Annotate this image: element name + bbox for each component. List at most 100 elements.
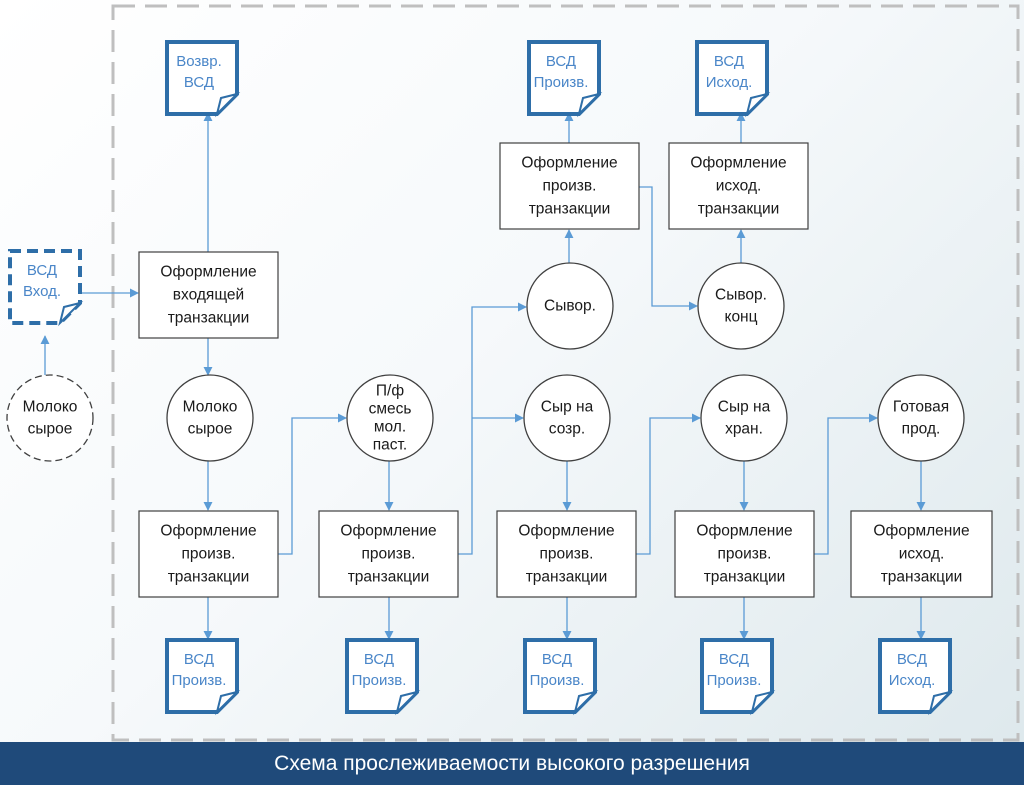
document-fold (750, 690, 776, 716)
product-shape (166, 374, 254, 462)
document-fold (928, 690, 954, 716)
product-label-line: хран. (725, 421, 763, 438)
product-label-line: Сыр на (718, 399, 771, 416)
document-label-line: Произв. (530, 672, 585, 689)
process-label-line: произв. (362, 546, 416, 563)
document-label-line: Возвр. (176, 53, 222, 70)
process-label-line: Оформление (521, 155, 617, 172)
product-shape (6, 374, 94, 462)
product-circle-finished-product: Готовая прод. (877, 374, 965, 462)
flow-connector (458, 302, 527, 555)
document-label-line: Произв. (172, 672, 227, 689)
product-label-line: сырое (188, 421, 233, 438)
document-label-line: ВСД (542, 651, 572, 668)
vsd-document-vsd-top-prod: ВСД Произв. (527, 40, 603, 118)
document-label-line: Произв. (707, 672, 762, 689)
process-label-line: Оформление (690, 155, 786, 172)
document-label-line: ВСД (184, 74, 214, 91)
vsd-document-vsd-bottom-3: ВСД Произв. (523, 638, 599, 716)
product-label-line: смесь (369, 401, 412, 418)
process-label-line: Оформление (696, 523, 792, 540)
flow-connector (636, 413, 701, 555)
process-label-line: транзакции (698, 201, 780, 218)
process-box-top-out-transaction: Оформление исход. транзакции (668, 142, 809, 230)
product-label-line: П/ф (376, 383, 404, 400)
process-label-line: транзакции (704, 569, 786, 586)
product-label-line: конц (724, 309, 757, 326)
vsd-document-vsd-return: Возвр. ВСД (165, 40, 241, 118)
flow-connector (278, 413, 347, 555)
diagram-caption-bar: Схема прослеживаемости высокого разрешен… (0, 742, 1024, 785)
process-rect (499, 142, 640, 230)
document-label-line: ВСД (546, 53, 576, 70)
flow-connector (639, 186, 698, 311)
process-label-line: транзакции (348, 569, 430, 586)
product-shape (877, 374, 965, 462)
process-label-line: произв. (540, 546, 594, 563)
product-label-line: Готовая (893, 399, 949, 416)
process-rect (496, 510, 637, 598)
document-label-line: Вход. (23, 283, 61, 300)
process-box-top-prod-transaction: Оформление произв. транзакции (499, 142, 640, 230)
vsd-document-vsd-bottom-1: ВСД Произв. (165, 638, 241, 716)
product-label-line: Сывор. (544, 298, 596, 315)
process-label-line: Оформление (160, 523, 256, 540)
system-boundary (111, 4, 1020, 742)
system-boundary-frame (111, 4, 1020, 742)
process-label-line: Оформление (518, 523, 614, 540)
process-rect (674, 510, 815, 598)
process-rect (318, 510, 459, 598)
document-label-line: ВСД (184, 651, 214, 668)
product-circle-whey: Сывор. (526, 262, 614, 350)
vsd-document-vsd-top-out: ВСД Исход. (695, 40, 771, 118)
process-label-line: произв. (543, 178, 597, 195)
product-label-line: паст. (373, 437, 407, 454)
process-box-prod-transaction-4: Оформление произв. транзакции (674, 510, 815, 598)
document-label-line: Произв. (352, 672, 407, 689)
document-fold (58, 301, 84, 327)
product-shape (346, 374, 434, 462)
document-label-line: Произв. (534, 74, 589, 91)
document-fold (577, 92, 603, 118)
product-circle-raw-milk: Молоко сырое (166, 374, 254, 462)
document-label-line: Исход. (706, 74, 753, 91)
process-label-line: транзакции (168, 569, 250, 586)
document-label-line: ВСД (364, 651, 394, 668)
product-circle-whey-concentrate: Сывор.конц (697, 262, 785, 350)
product-shape (697, 262, 785, 350)
process-label-line: Оформление (340, 523, 436, 540)
document-fold (395, 690, 421, 716)
diagram-caption: Схема прослеживаемости высокого разрешен… (274, 751, 750, 775)
process-label-line: исход. (716, 178, 762, 195)
process-label-line: транзакции (529, 201, 611, 218)
vsd-document-vsd-bottom-2: ВСД Произв. (345, 638, 421, 716)
product-shape (523, 374, 611, 462)
flow-connector (814, 413, 878, 555)
process-rect (850, 510, 993, 598)
document-fold (573, 690, 599, 716)
document-label-line: Исход. (889, 672, 936, 689)
nodes: ВСДВход.Возвр.ВСДВСДПроизв.ВСДИсход.ВСДП… (6, 40, 993, 716)
product-label-line: мол. (374, 419, 406, 436)
process-label-line: произв. (718, 546, 772, 563)
product-label-line: прод. (902, 421, 941, 438)
process-label-line: исход. (899, 546, 945, 563)
document-label-line: ВСД (897, 651, 927, 668)
process-label-line: транзакции (168, 310, 250, 327)
product-label-line: Молоко (183, 399, 238, 416)
product-label-line: созр. (549, 421, 585, 438)
process-box-prod-transaction-2: Оформление произв. транзакции (318, 510, 459, 598)
document-fold (215, 92, 241, 118)
product-label-line: Молоко (23, 399, 78, 416)
process-label-line: входящей (173, 287, 244, 304)
document-fold (215, 690, 241, 716)
product-label-line: сырое (28, 421, 73, 438)
document-label-line: ВСД (714, 53, 744, 70)
process-rect (138, 510, 279, 598)
